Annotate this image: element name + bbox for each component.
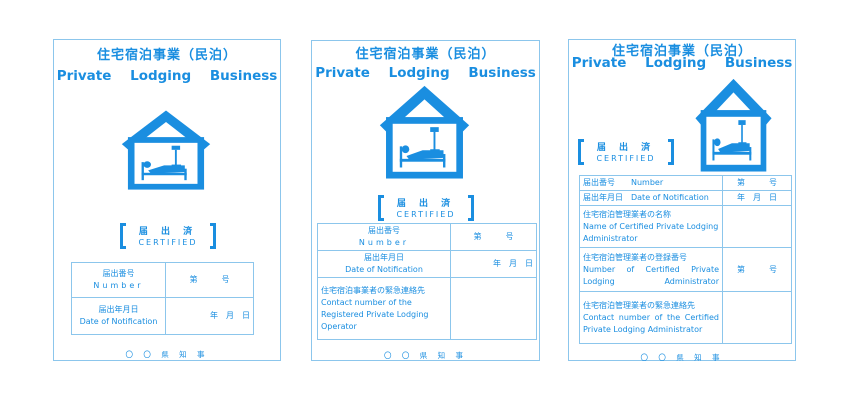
number-label-en: Number [93,281,144,290]
number-label-ja: 届出番号 [102,269,135,278]
administrator-name-value-cell [722,205,792,248]
date-label-ja: 届出年月日 [364,253,404,262]
table-row: 住宅宿泊管理業者の緊急連絡先 Contact number of the Cer… [579,291,792,344]
administrator-number-label-cell: 住宅宿泊管理業者の登録番号 Number of Certified Privat… [579,247,723,292]
number-label-cell: 届出番号 Number [317,223,451,251]
certified-japanese: 届 出 済 [596,143,656,153]
date-label-cell: 届出年月日 Date of Notification [579,190,723,206]
number-label-cell: 届出番号 Number [579,175,723,191]
house-bed-icon [377,83,472,179]
administrator-number-label-en: Number of Certified Private Lodging Admi… [583,264,719,286]
certified-badge: 届 出 済 CERTIFIED [378,194,474,224]
table-row: 届出年月日 Date of Notification 年 月 日 [579,190,792,206]
number-value-cell: 第 号 [165,262,254,298]
emergency-contact-value-cell [450,277,537,340]
date-value-cell: 年 月 日 [165,297,254,335]
emergency-contact-label-ja: 住宅宿泊事業者の緊急連絡先 [321,285,425,295]
date-label-cell: 届出年月日 Date of Notification [71,297,166,335]
card-title-english: Private Lodging Business [56,68,278,84]
notification-table: 届出番号 Number 第 号 届出年月日 Date of Notificati… [579,175,792,344]
number-label-cell: 届出番号 Number [71,262,166,298]
notification-table: 届出番号 Number 第 号 届出年月日 Date of Notificati… [317,223,537,340]
date-value-cell: 年 月 日 [450,250,537,278]
table-row: 届出番号 Number 第 号 [71,262,254,298]
table-row: 届出番号 Number 第 号 [579,175,792,191]
table-row: 住宅宿泊管理業者の登録番号 Number of Certified Privat… [579,247,792,292]
administrator-name-label-cell: 住宅宿泊管理業者の名称 Name of Certified Private Lo… [579,205,723,248]
date-label-ja: 届出年月日 [98,305,139,314]
house-bed-icon [119,108,213,190]
badge-left-bracket [378,195,384,221]
badge-left-bracket [120,223,126,249]
notice-card-2: 住宅宿泊事業（民泊） Private Lodging Business 届 出 … [311,40,540,361]
administrator-number-label-ja: 住宅宿泊管理業者の登録番号 [583,252,687,262]
number-value-cell: 第 号 [722,175,792,191]
number-label-en: Number [358,238,410,247]
badge-right-bracket [668,139,674,165]
card-title-english: Private Lodging Business [315,65,536,81]
emergency-contact-label-en: Contact number of the Registered Private… [321,297,429,331]
emergency-contact-label-cell: 住宅宿泊事業者の緊急連絡先 Contact number of the Regi… [317,277,451,340]
table-row: 住宅宿泊管理業者の名称 Name of Certified Private Lo… [579,205,792,248]
administrator-contact-label-ja: 住宅宿泊管理業者の緊急連絡先 [583,300,695,310]
notice-card-3: 住宅宿泊事業（民泊） Private Lodging Business 届 出 … [568,39,796,362]
card-title-japanese: 住宅宿泊事業（民泊） [611,44,752,59]
table-row: 届出番号 Number 第 号 [317,223,537,251]
date-label-en: Date of Notification [79,317,158,326]
certified-english: CERTIFIED [138,238,198,247]
card-title-japanese: 住宅宿泊事業（民泊） [96,48,237,63]
certified-japanese: 届 出 済 [396,199,456,209]
number-value-cell: 第 号 [450,223,537,251]
badge-right-bracket [210,223,216,249]
notice-card-1: 住宅宿泊事業（民泊） Private Lodging Business 届 出 … [53,39,281,361]
number-label-ja: 届出番号 [368,226,400,235]
table-row: 届出年月日 Date of Notification 年 月 日 [317,250,537,278]
card-title-japanese: 住宅宿泊事業（民泊） [355,47,496,62]
badge-left-bracket [578,139,584,165]
prefectural-governor: 〇 〇 県 知 事 [640,353,724,362]
certified-english: CERTIFIED [596,154,656,163]
table-row: 住宅宿泊事業者の緊急連絡先 Contact number of the Regi… [317,277,537,340]
certified-japanese: 届 出 済 [138,227,198,237]
date-label-cell: 届出年月日 Date of Notification [317,250,451,278]
certified-badge: 届 出 済 CERTIFIED [120,222,216,252]
administrator-name-label-en: Name of Certified Private Lodging Admini… [583,221,719,243]
card-title-english: Private Lodging Business [571,55,793,71]
certified-badge: 届 出 済 CERTIFIED [578,138,674,168]
house-bed-icon [693,76,774,172]
prefectural-governor: 〇 〇 県 知 事 [125,350,209,359]
date-value-cell: 年 月 日 [722,190,792,206]
notification-table: 届出番号 Number 第 号 届出年月日 Date of Notificati… [71,262,254,335]
administrator-contact-label-en: Contact number of the Certified Private … [583,312,719,334]
administrator-contact-value-cell [722,291,792,344]
badge-right-bracket [468,195,474,221]
date-label-en: Date of Notification [345,265,423,274]
table-row: 届出年月日 Date of Notification 年 月 日 [71,297,254,335]
administrator-name-label-ja: 住宅宿泊管理業者の名称 [583,209,671,219]
administrator-number-value-cell: 第 号 [722,247,792,292]
prefectural-governor: 〇 〇 県 知 事 [383,351,468,360]
certified-english: CERTIFIED [396,210,456,219]
administrator-contact-label-cell: 住宅宿泊管理業者の緊急連絡先 Contact number of the Cer… [579,291,723,344]
